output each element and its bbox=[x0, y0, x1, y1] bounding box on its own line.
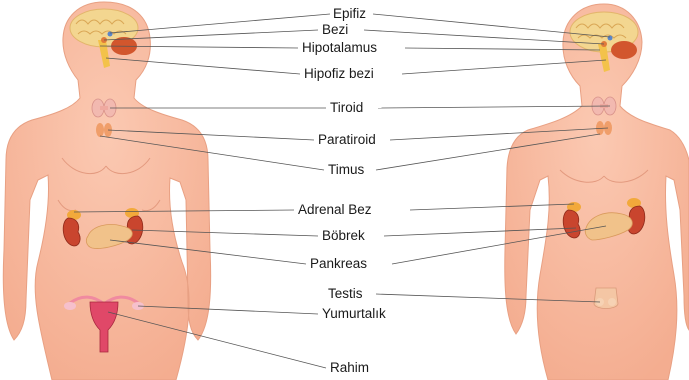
label-bobrek: Böbrek bbox=[322, 228, 365, 244]
label-yumurtalik: Yumurtalık bbox=[322, 306, 386, 322]
label-rahim: Rahim bbox=[330, 360, 369, 376]
label-tiroid: Tiroid bbox=[330, 100, 363, 116]
female-body bbox=[3, 2, 210, 380]
label-testis: Testis bbox=[328, 286, 363, 302]
label-adrenal-bez: Adrenal Bez bbox=[298, 202, 372, 218]
label-pankreas: Pankreas bbox=[310, 256, 367, 272]
label-timus: Timus bbox=[328, 162, 364, 178]
male-testis bbox=[594, 288, 618, 309]
label-hipotalamus: Hipotalamus bbox=[302, 40, 377, 56]
label-bezi: Bezi bbox=[322, 22, 348, 38]
label-hipofiz-bezi: Hipofiz bezi bbox=[304, 66, 374, 82]
label-paratiroid: Paratiroid bbox=[318, 132, 376, 148]
label-epifiz: Epifiz bbox=[333, 6, 366, 22]
